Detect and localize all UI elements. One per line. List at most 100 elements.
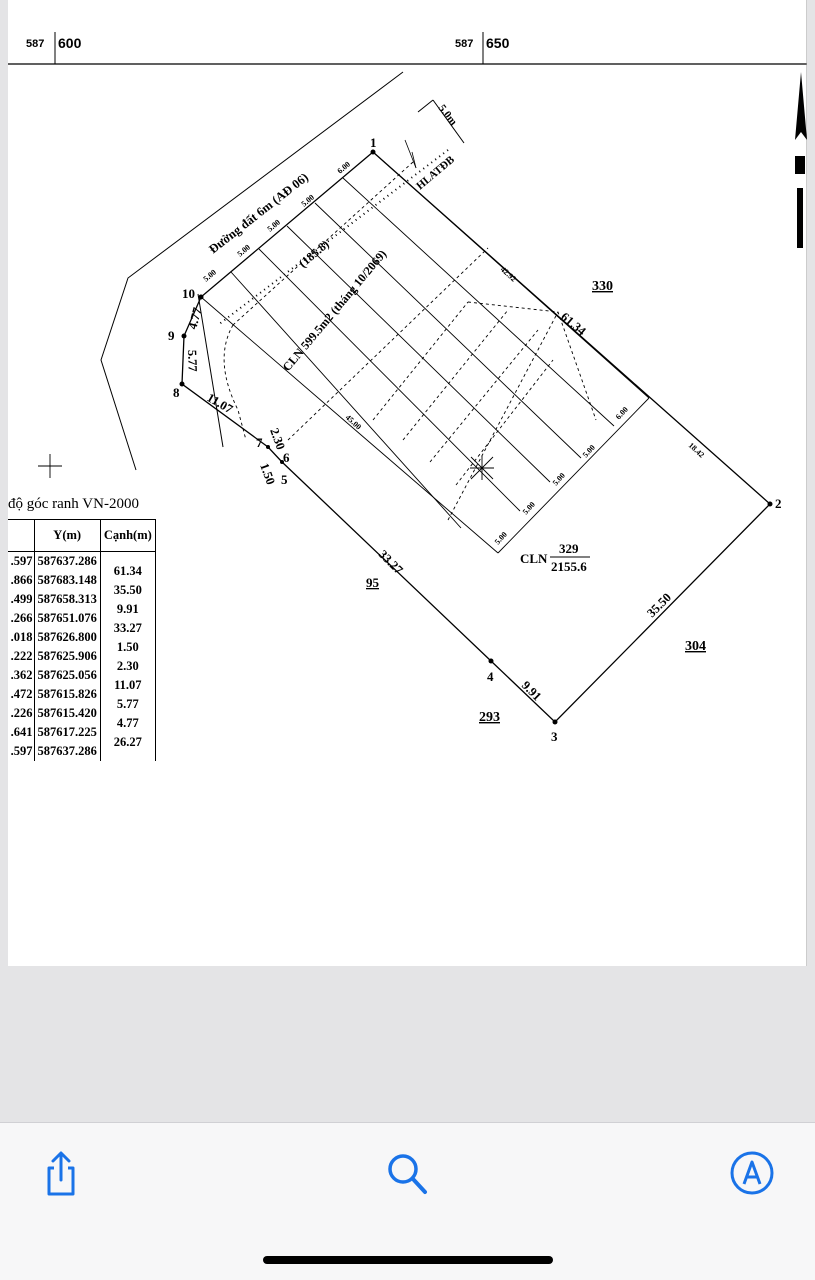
table-cell-x: .866: [8, 571, 35, 590]
road-width-label: 5.0m: [436, 102, 460, 127]
parcel-code: CLN: [520, 551, 548, 566]
table-cell-x: .266: [8, 609, 35, 628]
table-cell-edge: 2.30: [100, 647, 156, 673]
table-cell-edge: 5.77: [100, 685, 156, 711]
table-header-y: Y(m): [34, 519, 101, 552]
table-cell-x: .597: [8, 551, 35, 571]
table-cell-edge: 26.27: [100, 723, 156, 749]
parcel-main-label: CLN 599.5m2 (tháng 10/2069): [280, 247, 390, 374]
table-cell-edge: 11.07: [100, 666, 156, 692]
table-cell-x: .362: [8, 666, 35, 685]
table-cell-y: 587683.148: [34, 571, 101, 590]
edge-label: 33.27: [376, 547, 406, 577]
parcel-area-label: (185.8): [296, 237, 332, 270]
point-label: 10: [182, 286, 195, 301]
table-cell-edge: 33.27: [100, 609, 156, 635]
home-indicator[interactable]: [263, 1256, 553, 1264]
point-label: 1: [370, 135, 377, 150]
table-cell-y: 587615.826: [34, 685, 101, 704]
table-cell-y: 587626.800: [34, 628, 101, 647]
segment-label: 5.00: [300, 193, 317, 209]
north-arrow-icon: [795, 72, 807, 248]
document-page[interactable]: 587 600 587 650: [8, 0, 807, 966]
table-cell-y: 587658.313: [34, 590, 101, 609]
table-cell-x: .222: [8, 647, 35, 666]
table-cell-x: .472: [8, 685, 35, 704]
neighbor-parcel-304: 304: [685, 639, 706, 654]
segment-label: 6.00: [336, 160, 353, 176]
point-label: 9: [168, 328, 175, 343]
table-cell-y: 587625.906: [34, 647, 101, 666]
table-cell-x: .641: [8, 723, 35, 742]
edge-label: 1.50: [257, 461, 278, 486]
table-cell-y: 587617.225: [34, 723, 101, 742]
table-cell-edge: [100, 742, 156, 761]
grid-top-left-value: 600: [58, 35, 82, 51]
edge-label: 5.77: [185, 350, 200, 372]
table-cell-edge: 9.91: [100, 590, 156, 616]
point-label: 8: [173, 385, 180, 400]
road-label: Đường đất 6m (AĐ 06): [206, 170, 311, 256]
grid-top-right-prefix: 587: [455, 38, 473, 50]
segment-label: 5.00: [581, 443, 597, 459]
neighbor-parcel-95: 95: [366, 575, 380, 590]
table-cell-x: .226: [8, 704, 35, 723]
segment-label: 5.00: [202, 268, 219, 284]
table-cell-edge: 61.34: [100, 551, 156, 578]
table-cell-x: .499: [8, 590, 35, 609]
segment-label: 5.00: [521, 500, 537, 516]
edge-label: 18.42: [687, 441, 706, 460]
point-label: 4: [487, 669, 494, 684]
bottom-toolbar: [0, 1122, 815, 1280]
table-cell-x: .597: [8, 742, 35, 761]
share-icon: [47, 1151, 75, 1196]
edge-label: 4.77: [185, 306, 204, 331]
table-cell-x: .018: [8, 628, 35, 647]
table-header-edge: Cạnh(m): [100, 519, 156, 552]
edge-label: 42.92: [499, 265, 518, 284]
grid-top-right-value: 650: [486, 35, 510, 51]
edge-label: 9.91: [519, 678, 544, 703]
table-title: độ góc ranh VN-2000: [8, 496, 139, 512]
table-cell-edge: 1.50: [100, 628, 156, 654]
table-header-x: [8, 519, 35, 552]
table-cell-y: 587625.056: [34, 666, 101, 685]
grid-top-left-prefix: 587: [26, 38, 44, 50]
edge-label: 2.30: [267, 426, 288, 451]
table-cell-edge: 4.77: [100, 704, 156, 730]
point-label: 5: [281, 472, 288, 487]
search-button[interactable]: [384, 1150, 430, 1196]
neighbor-parcel-330: 330: [592, 279, 613, 294]
table-cell-y: 587615.420: [34, 704, 101, 723]
neighbor-parcel-293: 293: [479, 710, 500, 725]
table-cell-y: 587651.076: [34, 609, 101, 628]
point-label: 2: [775, 496, 782, 511]
share-button[interactable]: [38, 1150, 84, 1196]
point-label: 3: [551, 729, 558, 744]
markup-button[interactable]: [729, 1150, 775, 1196]
search-icon: [388, 1154, 427, 1194]
cadastral-map: 587 600 587 650: [8, 0, 807, 966]
table-cell-edge: 35.50: [100, 571, 156, 597]
parcel-total-area: 2155.6: [551, 559, 587, 574]
point-label: 6: [283, 450, 290, 465]
table-cell-y: 587637.286: [34, 742, 101, 761]
point-label: 7: [256, 435, 263, 450]
markup-icon: [730, 1151, 774, 1195]
table-cell-y: 587637.286: [34, 551, 101, 571]
parcel-number: 329: [559, 541, 579, 556]
segment-label: 6.00: [614, 405, 630, 421]
